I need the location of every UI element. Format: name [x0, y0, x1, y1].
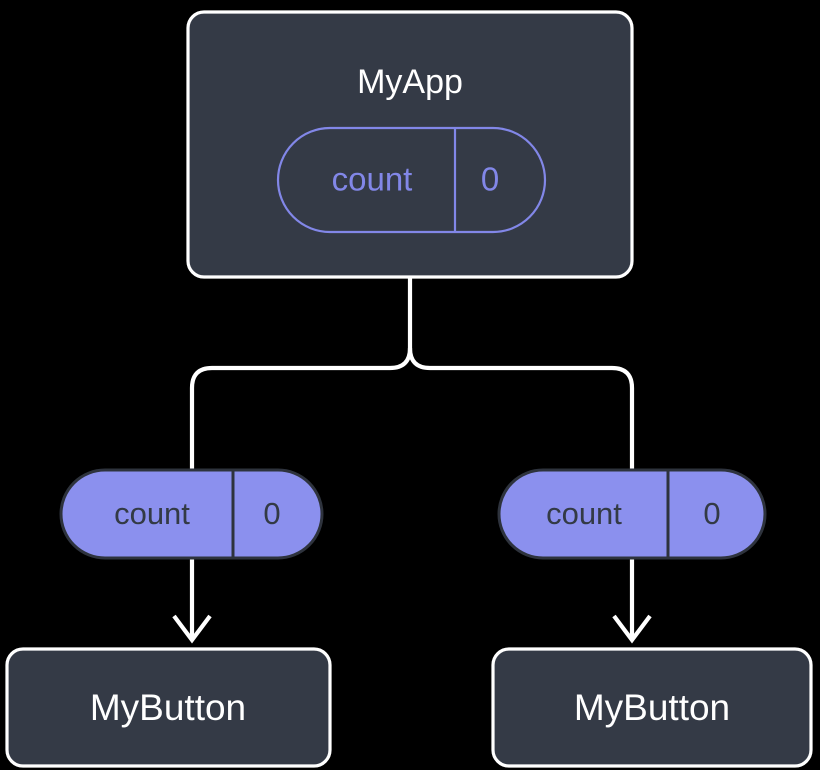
prop-pill-right-shape	[497, 468, 767, 560]
state-pill-myapp-value: 0	[481, 161, 499, 198]
prop-pill-right-value: 0	[703, 496, 720, 531]
state-pill-myapp-key: count	[332, 161, 413, 198]
node-mybutton-left-background	[7, 649, 330, 766]
node-mybutton-right-border	[491, 647, 813, 768]
state-pill-myapp[interactable]: count 0	[276, 126, 547, 234]
node-myapp-label: MyApp	[357, 63, 463, 101]
prop-pill-left-value: 0	[263, 496, 280, 531]
node-myapp-border	[186, 10, 634, 279]
prop-pill-left-shape	[59, 468, 324, 560]
fork-connector-root-to-children	[189, 277, 413, 470]
fork-connector-root-to-children-right	[407, 347, 635, 470]
state-pill-myapp-shape	[276, 126, 547, 234]
node-myapp-background	[188, 12, 632, 277]
arrow-head-right-icon	[612, 614, 652, 644]
prop-pill-left-key: count	[114, 496, 190, 531]
prop-pill-right[interactable]: count 0	[497, 468, 767, 560]
edge-group	[172, 277, 652, 644]
prop-pill-right-key: count	[546, 496, 622, 531]
arrow-head-left-icon	[172, 614, 212, 644]
node-mybutton-left[interactable]: MyButton	[5, 647, 332, 768]
node-mybutton-left-border	[5, 647, 332, 768]
node-mybutton-right-label: MyButton	[574, 687, 730, 728]
node-myapp[interactable]: MyApp count 0	[186, 10, 634, 279]
node-mybutton-left-label: MyButton	[90, 687, 246, 728]
node-mybutton-right-background	[493, 649, 811, 766]
node-mybutton-right[interactable]: MyButton	[491, 647, 813, 768]
prop-pill-left[interactable]: count 0	[59, 468, 324, 560]
